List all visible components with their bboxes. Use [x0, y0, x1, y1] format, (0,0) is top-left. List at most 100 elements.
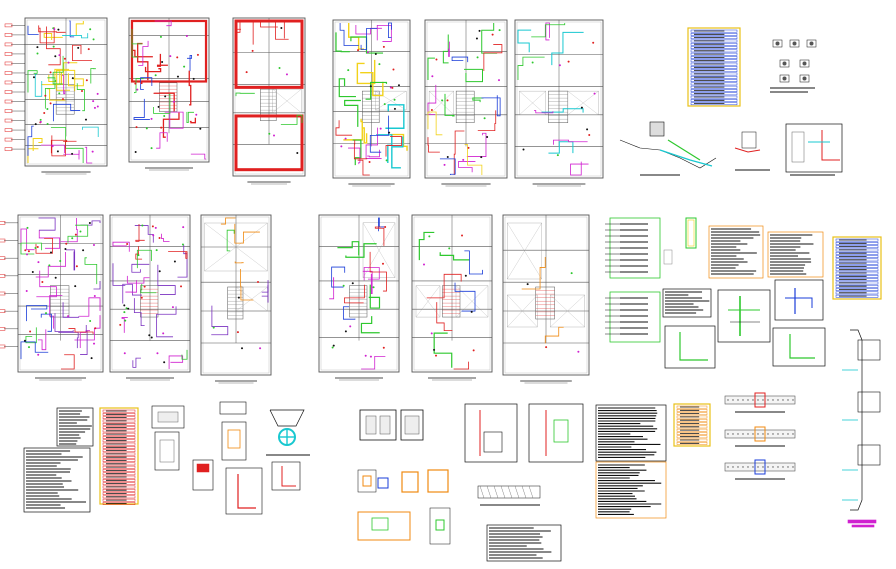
fixture-symbol [56, 150, 59, 153]
slab-aggregate [772, 399, 774, 401]
room-void [415, 285, 441, 318]
circuit-wire [133, 298, 145, 326]
detail-group [151, 401, 310, 515]
fixture-symbol [268, 132, 271, 135]
circuit-wire [360, 316, 380, 334]
fixture-symbol [71, 77, 74, 80]
fixture-detail [741, 131, 757, 149]
fixture-symbol [36, 245, 39, 248]
callout-tag [0, 344, 6, 349]
sld-branch [785, 297, 813, 308]
fixture-symbol [464, 274, 467, 277]
legend-row [102, 479, 136, 482]
callout-tag [0, 327, 6, 331]
room-void [507, 222, 542, 280]
detail-frame [221, 421, 247, 461]
fixture-symbol [181, 243, 184, 246]
fixture-symbol [46, 122, 49, 125]
legend-row [835, 281, 879, 285]
slab-aggregate [777, 433, 779, 435]
sld-frame [717, 289, 771, 343]
fixture-symbol [176, 56, 179, 59]
fixture-symbol [185, 35, 188, 38]
circuit-wire [90, 68, 96, 84]
circuit-wire [220, 217, 236, 225]
slab-hatch [528, 485, 534, 499]
fixture-symbol [241, 347, 244, 350]
fixture-symbol [245, 71, 248, 74]
slab-aggregate [727, 433, 729, 435]
legend-row [676, 405, 708, 409]
room-void [507, 294, 538, 328]
fixture-symbol [123, 352, 126, 355]
detail-frame [225, 467, 263, 515]
section-frame [785, 123, 843, 173]
slab-aggregate [737, 399, 739, 401]
circuit-wire [433, 332, 453, 368]
circuit-wire [80, 324, 88, 355]
slab-sections [724, 392, 796, 480]
equipment-knob [775, 41, 780, 46]
block-border [23, 447, 91, 513]
legend-row [102, 422, 136, 426]
fixture-symbol [127, 307, 130, 310]
legend-row [102, 459, 136, 462]
fixture-symbol [160, 126, 163, 129]
fixture-symbol [32, 76, 35, 79]
circuit-wire [342, 306, 356, 320]
circuit-wire [25, 327, 37, 344]
fixture-symbol [347, 69, 350, 72]
legend-row [835, 275, 879, 278]
circuit-wire [125, 280, 138, 293]
circuit-wire [521, 256, 546, 290]
fixture-symbol [357, 49, 360, 52]
circuit-wire [331, 266, 346, 288]
circuit-wire [360, 27, 378, 50]
circuit-wire [156, 306, 177, 338]
fixture-symbol [164, 95, 167, 98]
circuit-wire [378, 217, 386, 232]
fixture-symbol [171, 306, 174, 309]
fixture-symbol [92, 100, 95, 103]
room-void [235, 286, 268, 312]
circuit-wire [38, 27, 55, 44]
slab-aggregate [767, 466, 769, 468]
equipment-symbol [799, 74, 810, 83]
circuit-wire [168, 355, 184, 369]
floor-plan [232, 17, 306, 185]
circuit-wire [444, 93, 455, 117]
callout-tag [4, 52, 13, 56]
circuit-wire [369, 251, 387, 292]
slab-aggregate [782, 433, 784, 435]
callout-tag [0, 221, 6, 225]
stair-block [55, 84, 75, 115]
callout-tag [4, 33, 13, 37]
equipment-knob [802, 76, 807, 81]
legend-row [102, 429, 136, 433]
legend-row [102, 442, 136, 446]
circuit-wire [481, 95, 501, 117]
fixture-symbol [237, 296, 240, 299]
fixture-accent [362, 475, 372, 487]
floor-plan [0, 214, 104, 381]
single-line-diagram [664, 279, 826, 369]
fixture-detail [427, 469, 449, 493]
circuit-wire [40, 313, 52, 332]
circuit-wire [68, 328, 94, 335]
void-diagonal [507, 222, 542, 280]
notes-block [708, 225, 764, 279]
legend-row [690, 42, 738, 46]
block-border [486, 524, 562, 562]
circuit-wire [131, 29, 143, 45]
circuit-wire [551, 31, 584, 66]
circuit-wire [140, 77, 153, 90]
slab-aggregate [792, 466, 794, 468]
circuit-wire [374, 226, 385, 246]
floor-plan [318, 214, 400, 381]
circuit-wire [188, 70, 192, 106]
circuit-wire [34, 74, 43, 97]
slab-box [754, 426, 766, 442]
fixture-symbol [369, 355, 372, 358]
notes-block [56, 407, 94, 447]
fixture-symbol [125, 307, 128, 310]
